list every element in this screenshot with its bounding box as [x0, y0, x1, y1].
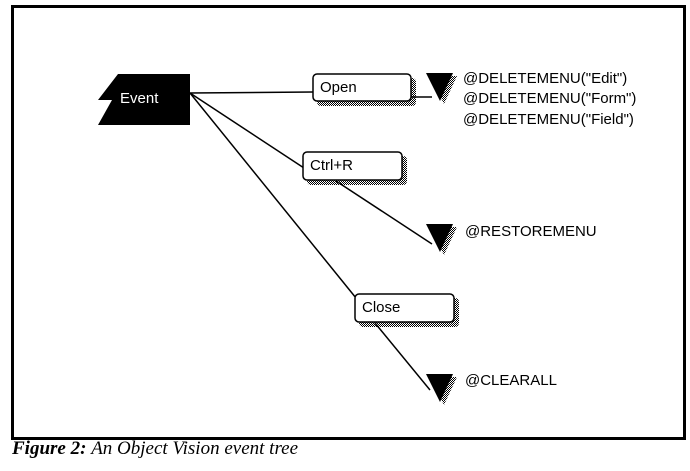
action-delete-edit: @DELETEMENU("Edit") — [463, 70, 628, 87]
action-restoremenu: @RESTOREMENU — [465, 223, 597, 240]
open-box — [312, 73, 412, 102]
trigger-ctrlr-label: Ctrl+R — [310, 157, 353, 174]
event-node-shape — [98, 74, 190, 125]
connector-ctrlr-action — [335, 180, 433, 245]
figure-caption-text: An Object Vision event tree — [91, 438, 298, 459]
ctrlr-action-triangle — [426, 224, 453, 252]
action-clearall: @CLEARALL — [465, 372, 557, 389]
connector-close-action — [374, 322, 431, 391]
close-box — [354, 293, 455, 323]
connector-close — [189, 92, 357, 299]
action-delete-field: @DELETEMENU("Field") — [463, 111, 634, 128]
ctrlr-box — [302, 151, 403, 181]
event-node-label: Event — [120, 90, 159, 107]
figure-caption: Figure 2: An Object Vision event tree — [12, 438, 298, 460]
connector-ctrlr — [189, 92, 305, 169]
connector-open — [189, 91, 314, 94]
figure-number: Figure 2: — [12, 438, 87, 459]
trigger-close-label: Close — [362, 299, 401, 316]
close-action-triangle — [426, 374, 453, 402]
trigger-open-label: Open — [320, 79, 357, 96]
action-delete-form: @DELETEMENU("Form") — [463, 90, 637, 107]
open-action-triangle — [426, 73, 453, 101]
